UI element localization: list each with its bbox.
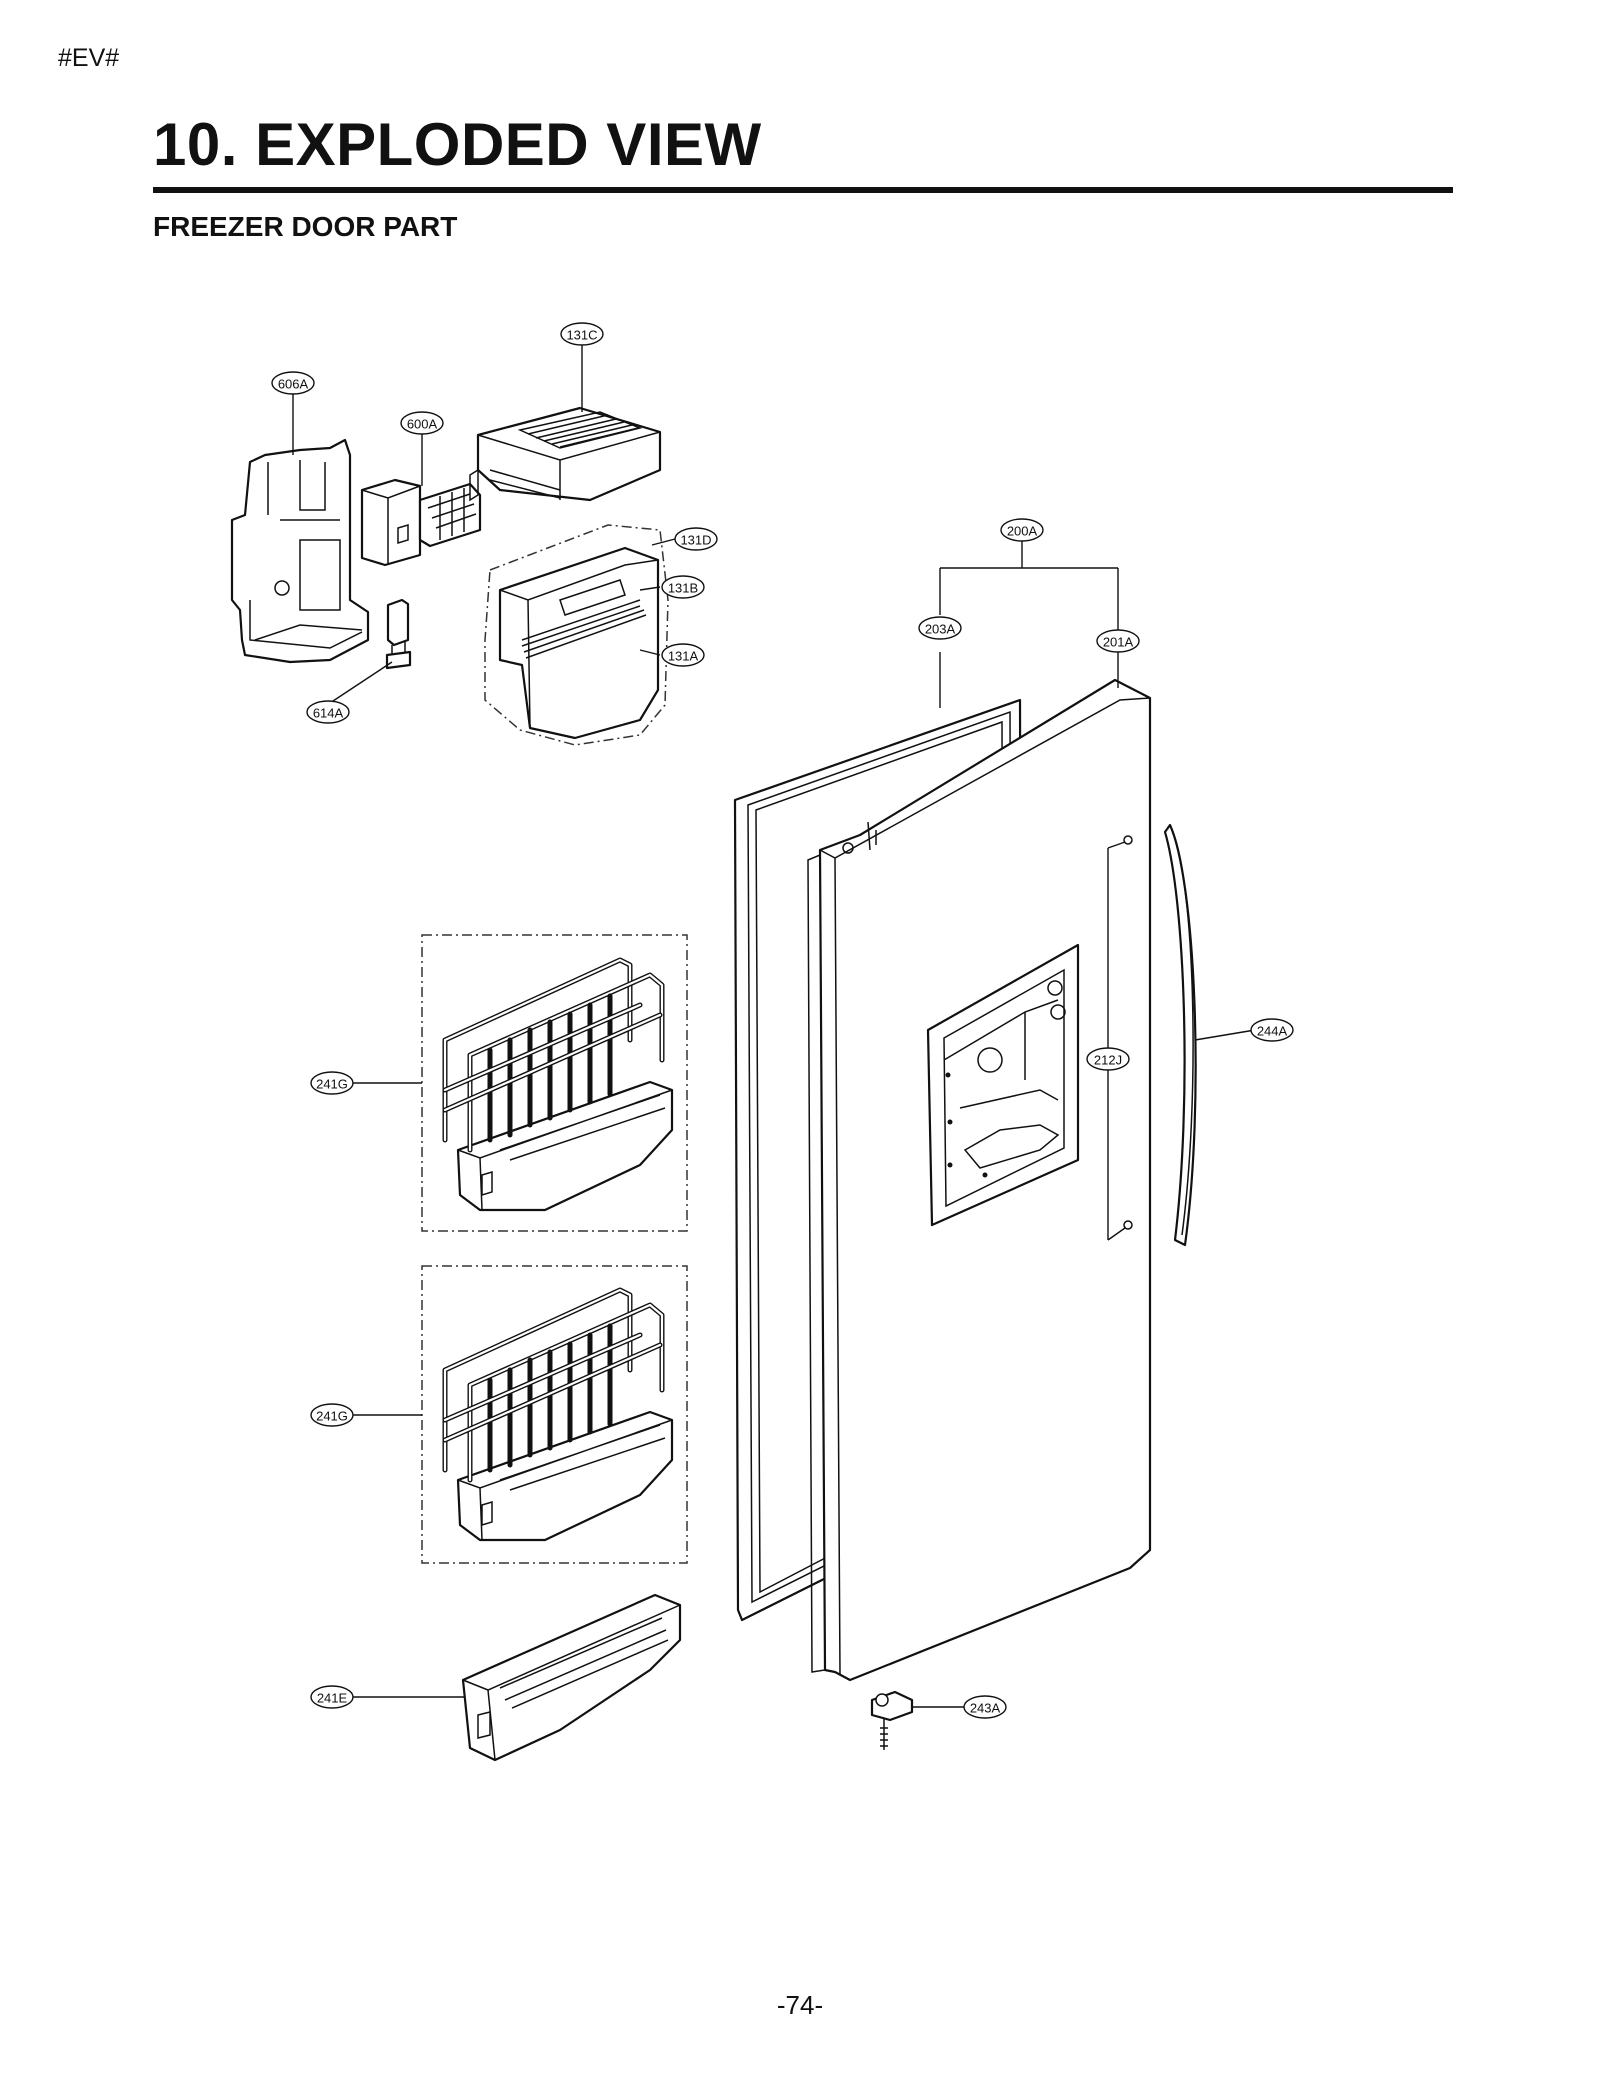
- callout-131A: 131A: [661, 643, 705, 667]
- svg-text:614A: 614A: [313, 706, 344, 721]
- callout-131C: 131C: [560, 322, 604, 346]
- door-basket-241G-top: [421, 934, 688, 1232]
- callout-200A: 200A: [1000, 518, 1044, 542]
- door-handle-244A: [1163, 823, 1197, 1247]
- callout-241G-top: 241G: [310, 1071, 354, 1095]
- svg-text:243A: 243A: [970, 1701, 1001, 1716]
- page-number: -74-: [776, 1990, 824, 2020]
- svg-text:201A: 201A: [1103, 635, 1134, 650]
- icemaker-600A: [360, 478, 482, 567]
- callout-201A: 201A: [1096, 629, 1140, 653]
- hinge-243A: [870, 1690, 914, 1750]
- svg-text:131D: 131D: [680, 533, 711, 548]
- screws-212J: [1107, 835, 1133, 1241]
- document-tag: #EV#: [58, 44, 120, 72]
- svg-text:241E: 241E: [317, 1691, 348, 1706]
- page-title: 10. EXPLODED VIEW: [153, 111, 762, 178]
- callout-614A: 614A: [306, 700, 350, 724]
- ice-bucket-131B: [498, 546, 660, 740]
- door-bin-241E: [461, 1593, 682, 1762]
- callout-241G-bottom: 241G: [310, 1403, 354, 1427]
- freezer-door-201A: [807, 678, 1152, 1682]
- svg-text:131A: 131A: [668, 649, 699, 664]
- svg-text:606A: 606A: [278, 377, 309, 392]
- svg-text:203A: 203A: [925, 622, 956, 637]
- callout-244A: 244A: [1250, 1018, 1294, 1042]
- svg-text:241G: 241G: [316, 1077, 348, 1092]
- callout-203A: 203A: [918, 616, 962, 640]
- icemaker-bracket-606A: [230, 438, 370, 664]
- callout-131B: 131B: [661, 575, 705, 599]
- svg-text:131C: 131C: [566, 328, 597, 343]
- leader-lines: [292, 344, 1256, 1708]
- door-basket-241G-bottom: [421, 1265, 688, 1564]
- section-subtitle: FREEZER DOOR PART: [153, 211, 458, 242]
- assembly-131D-boundary: [484, 524, 669, 746]
- svg-text:241G: 241G: [316, 1409, 348, 1424]
- svg-text:244A: 244A: [1257, 1024, 1288, 1039]
- title-rule: [153, 187, 1453, 193]
- callout-131D: 131D: [674, 527, 718, 551]
- sensor-614A: [385, 598, 412, 670]
- callout-600A: 600A: [400, 411, 444, 435]
- svg-text:131B: 131B: [668, 581, 698, 596]
- callout-243A: 243A: [963, 1695, 1007, 1719]
- callout-606A: 606A: [271, 371, 315, 395]
- callout-241E: 241E: [310, 1685, 354, 1709]
- svg-text:212J: 212J: [1094, 1053, 1122, 1068]
- cover-131C: [469, 406, 662, 502]
- svg-text:600A: 600A: [407, 417, 438, 432]
- svg-text:200A: 200A: [1007, 524, 1038, 539]
- callout-212J: 212J: [1086, 1047, 1130, 1071]
